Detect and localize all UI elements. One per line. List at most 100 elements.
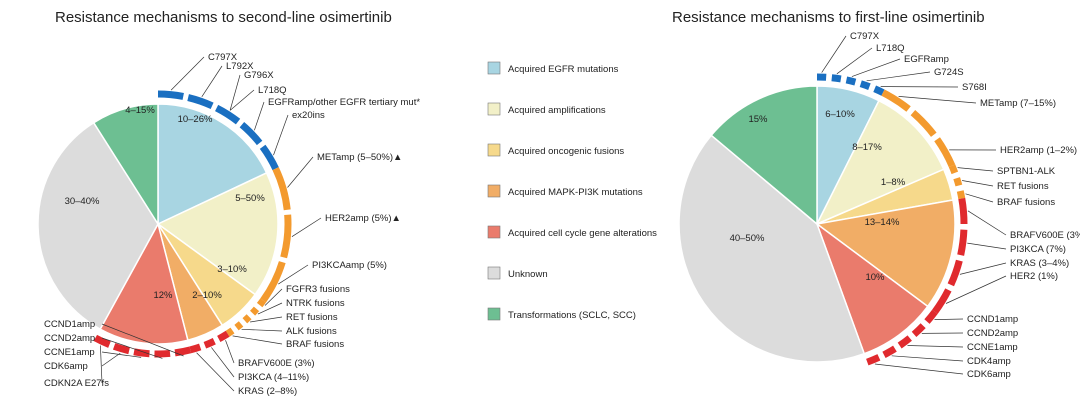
annotation-ring-segment [260, 261, 286, 303]
annotation-ring-segment [897, 335, 912, 349]
annotation-ring-segment [259, 144, 279, 171]
annotation-ring-segment [932, 288, 952, 314]
annotation-ring-segment [866, 354, 881, 366]
annotation-ring-segment [234, 321, 244, 331]
annotation-label: CCND1amp [967, 314, 1018, 325]
annotation-label: FGFR3 fusions [286, 284, 350, 295]
annotation-ring-segment [831, 74, 842, 83]
annotation-leader-line [101, 323, 184, 357]
annotation-ring-segment [272, 167, 291, 211]
annotation-ring-segment [256, 298, 267, 308]
annotation-ring-segment [174, 346, 192, 357]
annotation-leader-line [232, 335, 283, 345]
annotation-label: CDK4amp [967, 356, 1011, 367]
pie-slice [92, 103, 159, 227]
annotation-label: RET fusions [997, 181, 1049, 192]
annotation-leader-line [201, 65, 223, 97]
annotation-leader-line [100, 345, 103, 384]
annotation-label: CCND2amp [44, 333, 95, 344]
legend-entry: Acquired cell cycle gene alterations [508, 228, 657, 239]
pie-slice [37, 121, 159, 331]
annotation-label: ALK fusions [286, 326, 337, 337]
legend-swatch [487, 266, 501, 280]
slice-percent-label: 3–10% [217, 264, 247, 275]
pie-slice [815, 99, 945, 226]
annotation-ring-segment [957, 229, 968, 256]
annotation-label: L718Q [258, 85, 287, 96]
annotation-label: BRAF fusions [997, 197, 1055, 208]
annotation-leader-line [965, 193, 994, 203]
annotation-ring-segment [239, 122, 263, 146]
annotation-label: BRAF fusions [286, 339, 344, 350]
annotation-ring-segment [203, 338, 216, 349]
slice-percent-label: 8–17% [852, 142, 882, 153]
annotation-label: CDK6amp [44, 361, 88, 372]
annotation-leader-line [934, 318, 964, 320]
legend-swatch [487, 225, 501, 239]
pie-chart-first-line: 6–10%8–17%1–8%13–14%10%40–50%15%C797XL71… [678, 31, 1080, 380]
pie-slice [815, 221, 929, 355]
pie-slice [815, 199, 956, 308]
slice-percent-label: 13–14% [865, 217, 900, 228]
legend-swatch [487, 184, 501, 198]
annotation-leader-line [291, 217, 322, 237]
annotation-label: CCND1amp [44, 319, 95, 330]
legend-swatch [487, 307, 501, 321]
chart-title-second-line: Resistance mechanisms to second-line osi… [55, 9, 392, 26]
annotation-leader-line [196, 352, 235, 392]
annotation-label: NTRK fusions [286, 298, 345, 309]
annotation-leader-line [257, 302, 283, 315]
legend-swatch [487, 61, 501, 75]
annotation-leader-line [254, 101, 265, 131]
pie-chart-second-line: 10–26%5–50%3–10%2–10%12%30–40%4–15%C797X… [37, 52, 420, 397]
annotation-label: BRAFV600E (3%) [1010, 230, 1080, 241]
annotation-leader-line [229, 74, 241, 111]
annotation-label: METamp (5–50%)▲ [317, 152, 402, 163]
annotation-ring-segment [956, 190, 966, 200]
pie-slice [157, 103, 268, 226]
annotation-leader-line [250, 316, 283, 323]
annotation-label: L718Q [876, 43, 905, 54]
slice-percent-label: 1–8% [881, 177, 906, 188]
annotation-ring-segment [881, 89, 911, 112]
annotation-leader-line [874, 363, 964, 375]
annotation-leader-line [229, 89, 255, 111]
annotation-ring-segment [953, 177, 963, 187]
annotation-label: CDKN2A E27fs [44, 378, 109, 389]
annotation-label: EGFRamp [904, 54, 949, 65]
pie-slice [156, 171, 279, 296]
annotation-ring-segment [958, 197, 968, 225]
annotation-leader-line [278, 264, 309, 285]
annotation-ring-segment [924, 309, 938, 324]
annotation-ring-segment [250, 306, 260, 316]
annotation-leader-line [959, 262, 1007, 275]
slice-percent-label: 4–15% [125, 105, 155, 116]
annotation-leader-line [898, 96, 977, 104]
slice-percent-label: 12% [153, 290, 173, 301]
annotation-ring-segment [187, 94, 214, 110]
annotation-leader-line [967, 242, 1007, 250]
legend-swatch [487, 102, 501, 116]
annotation-leader-line [945, 275, 1007, 304]
annotation-leader-line [170, 56, 205, 91]
annotation-ring-segment [911, 323, 926, 338]
annotation-ring-segment [873, 85, 885, 96]
annotation-leader-line [101, 352, 121, 367]
slice-percent-label: 2–10% [192, 290, 222, 301]
annotation-label: KRAS (2–8%) [238, 386, 297, 397]
annotation-ring-segment [154, 349, 171, 358]
annotation-label: S768I [962, 82, 987, 93]
annotation-ring-segment [189, 343, 202, 354]
annotation-label: PI3KCA (4–11%) [238, 372, 309, 383]
annotation-leader-line [821, 35, 847, 73]
annotation-leader-line [851, 58, 901, 77]
annotation-label: HER2amp (1–2%) [1000, 145, 1077, 156]
annotation-ring-segment [225, 327, 235, 337]
annotation-label: PI3KCAamp (5%) [312, 260, 387, 271]
pie-slice [678, 134, 866, 363]
annotation-label: METamp (7–15%) [980, 98, 1056, 109]
pie-slice [710, 85, 818, 226]
annotation-label: CCND2amp [967, 328, 1018, 339]
